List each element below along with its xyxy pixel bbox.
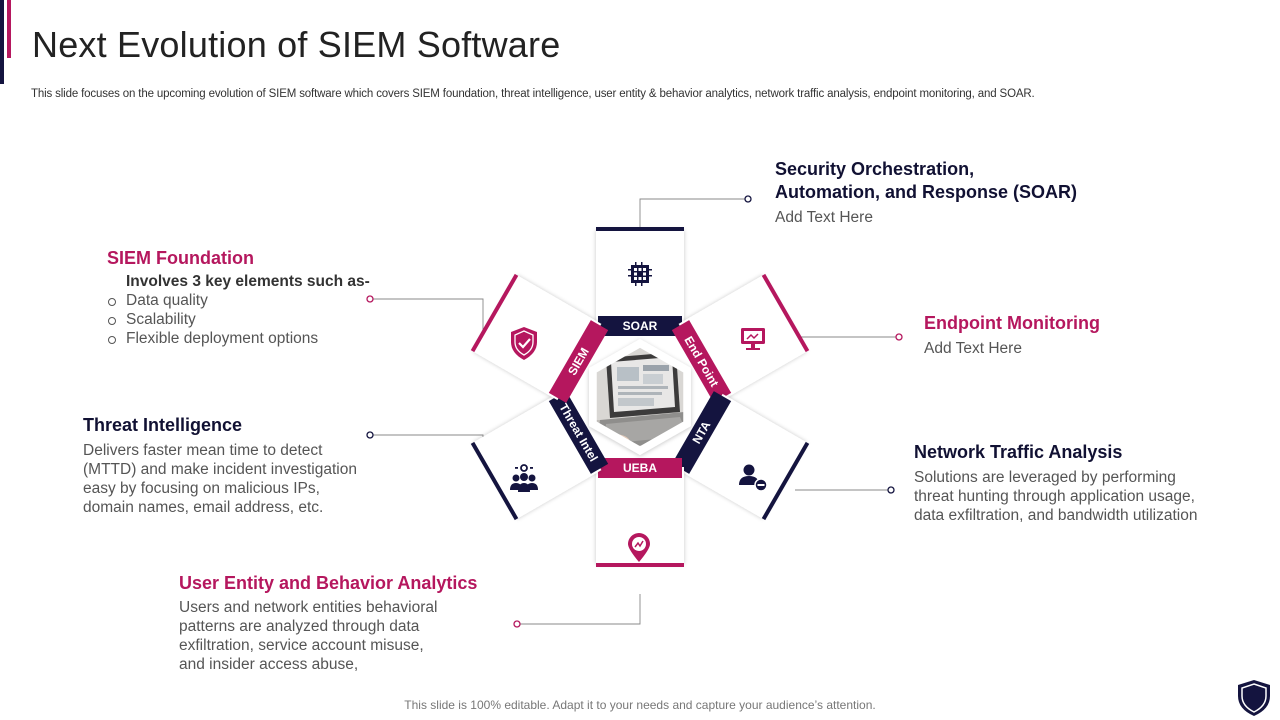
threat-text-line: domain names, email address, etc. <box>83 499 324 516</box>
soar-text: Add Text Here <box>775 209 873 226</box>
ueba-text-line: Users and network entities behavioral <box>179 599 438 616</box>
connector-soar <box>639 198 745 228</box>
soar-block: Security Orchestration, Automation, and … <box>775 158 1175 227</box>
connector-dot-nta <box>887 486 895 494</box>
nta-text-line: data exfiltration, and bandwidth utiliza… <box>914 507 1198 524</box>
endpoint-title: Endpoint Monitoring <box>924 313 1100 333</box>
team-gear-icon <box>510 464 538 492</box>
segment-endpoint: End Point <box>671 273 810 403</box>
monitor-icon <box>741 328 765 350</box>
footer-note: This slide is 100% editable. Adapt it to… <box>404 698 876 712</box>
threat-block: Threat Intelligence Delivers faster mean… <box>83 414 383 517</box>
segment-siem: SIEM <box>470 273 609 403</box>
ueba-text-line: and insider access abuse, <box>179 656 359 673</box>
segment-tag-ueba-label: UEBA <box>623 461 657 475</box>
segment-nta: NTA <box>671 391 810 521</box>
segment-threat: Threat Intel <box>470 391 609 521</box>
siem-bullet-list: Data quality Scalability Flexible deploy… <box>107 291 407 348</box>
page-title: Next Evolution of SIEM Software <box>32 24 561 65</box>
segment-tag-soar-label: SOAR <box>623 319 658 333</box>
endpoint-text: Add Text Here <box>924 340 1022 357</box>
segment-soar: SOAR <box>596 227 684 336</box>
shield-check-icon <box>511 327 537 360</box>
threat-text-line: easy by focusing on malicious IPs, <box>83 480 320 497</box>
nta-block: Network Traffic Analysis Solutions are l… <box>914 441 1244 525</box>
header-accent-bar-pink <box>7 0 11 58</box>
ueba-block: User Entity and Behavior Analytics Users… <box>179 572 519 674</box>
connector-dot-soar <box>744 195 752 203</box>
user-minus-icon <box>739 464 768 492</box>
soar-title-line1: Security Orchestration, <box>775 159 975 179</box>
segment-ueba: UEBA <box>596 458 684 567</box>
segment-tag-soar: SOAR <box>598 316 682 336</box>
connector-siem <box>373 298 484 332</box>
ueba-text-line: patterns are analyzed through data <box>179 618 420 635</box>
nta-title: Network Traffic Analysis <box>914 442 1123 462</box>
threat-text-line: Delivers faster mean time to detect <box>83 442 323 459</box>
connector-dots <box>366 195 903 628</box>
connector-lines <box>373 198 897 625</box>
endpoint-block: Endpoint Monitoring Add Text Here <box>924 312 1224 358</box>
shield-badge-icon <box>1238 680 1270 716</box>
threat-title: Threat Intelligence <box>83 415 243 435</box>
siem-block: SIEM Foundation Involves 3 key elements … <box>107 247 407 348</box>
nta-text-line: threat hunting through application usage… <box>914 488 1195 505</box>
header-accent-bar-dark <box>0 0 4 84</box>
location-pin-chart-icon <box>628 533 650 562</box>
ueba-text-line: exfiltration, service account misuse, <box>179 637 424 654</box>
center-hexagon <box>589 339 691 455</box>
siem-bullet-item: Data quality <box>107 291 407 310</box>
connector-dot-threat <box>366 431 374 439</box>
siem-intro: Involves 3 key elements such as- <box>126 273 370 290</box>
connector-dot-ueba <box>513 620 521 628</box>
connector-dot-siem <box>366 295 374 303</box>
siem-bullet-item: Scalability <box>107 310 407 329</box>
nta-text-line: Solutions are leveraged by performing <box>914 469 1176 486</box>
siem-title: SIEM Foundation <box>107 248 254 268</box>
connector-dot-endpoint <box>895 333 903 341</box>
page-subtitle: This slide focuses on the upcoming evolu… <box>31 88 1035 100</box>
ueba-title: User Entity and Behavior Analytics <box>179 573 478 593</box>
connector-threat <box>373 434 484 455</box>
threat-text-line: (MTTD) and make incident investigation <box>83 461 357 478</box>
soar-title-line2: Automation, and Response (SOAR) <box>775 182 1078 202</box>
circuit-chip-icon <box>628 262 652 286</box>
segment-tag-ueba: UEBA <box>598 458 682 478</box>
connector-ueba <box>519 594 641 625</box>
siem-bullet-item: Flexible deployment options <box>107 329 407 348</box>
